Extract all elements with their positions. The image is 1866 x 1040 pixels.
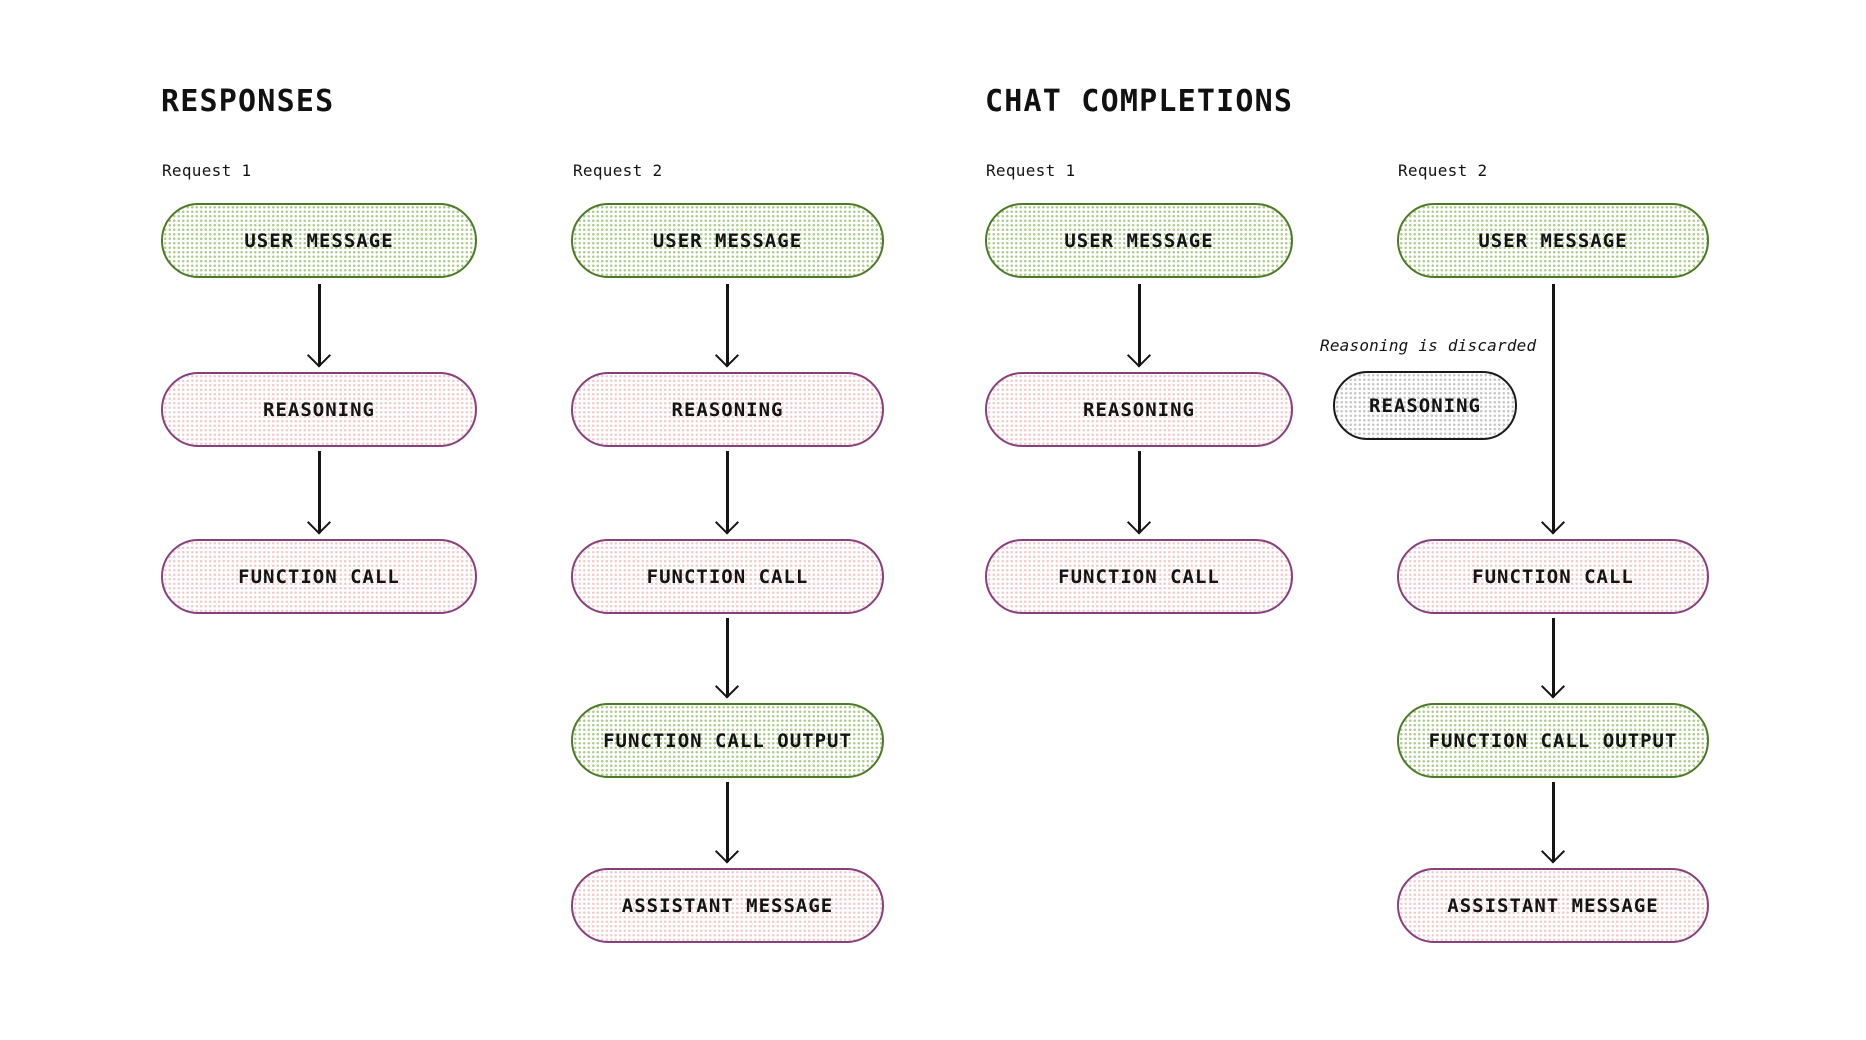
arrow-down-icon bbox=[318, 284, 321, 366]
arrow-down-icon bbox=[318, 451, 321, 533]
node-user-message: USER MESSAGE bbox=[161, 203, 477, 278]
arrow-down-icon bbox=[1552, 618, 1555, 697]
node-reasoning: REASONING bbox=[985, 372, 1293, 447]
reasoning-discarded-annotation: Reasoning is discarded bbox=[1320, 336, 1537, 355]
node-function-call: FUNCTION CALL bbox=[985, 539, 1293, 614]
node-reasoning: REASONING bbox=[571, 372, 884, 447]
node-assistant-message: ASSISTANT MESSAGE bbox=[571, 868, 884, 943]
node-function-call: FUNCTION CALL bbox=[571, 539, 884, 614]
request-label-chat-2: Request 2 bbox=[1398, 161, 1488, 180]
arrow-down-icon bbox=[726, 618, 729, 697]
node-function-call: FUNCTION CALL bbox=[161, 539, 477, 614]
arrow-down-icon bbox=[726, 782, 729, 862]
arrow-down-icon bbox=[726, 451, 729, 533]
node-user-message: USER MESSAGE bbox=[571, 203, 884, 278]
section-title-responses: RESPONSES bbox=[161, 84, 335, 119]
request-label-chat-1: Request 1 bbox=[986, 161, 1076, 180]
arrow-down-icon bbox=[1552, 284, 1555, 533]
request-label-responses-1: Request 1 bbox=[162, 161, 252, 180]
node-assistant-message: ASSISTANT MESSAGE bbox=[1397, 868, 1709, 943]
section-title-chat-completions: CHAT COMPLETIONS bbox=[985, 84, 1294, 119]
arrow-down-icon bbox=[1552, 782, 1555, 862]
arrow-down-icon bbox=[1138, 284, 1141, 366]
arrow-down-icon bbox=[726, 284, 729, 366]
node-function-call-output: FUNCTION CALL OUTPUT bbox=[571, 703, 884, 778]
node-reasoning: REASONING bbox=[161, 372, 477, 447]
node-function-call: FUNCTION CALL bbox=[1397, 539, 1709, 614]
node-user-message: USER MESSAGE bbox=[1397, 203, 1709, 278]
node-function-call-output: FUNCTION CALL OUTPUT bbox=[1397, 703, 1709, 778]
request-label-responses-2: Request 2 bbox=[573, 161, 663, 180]
node-reasoning-discarded: REASONING bbox=[1333, 371, 1517, 440]
arrow-down-icon bbox=[1138, 451, 1141, 533]
node-user-message: USER MESSAGE bbox=[985, 203, 1293, 278]
